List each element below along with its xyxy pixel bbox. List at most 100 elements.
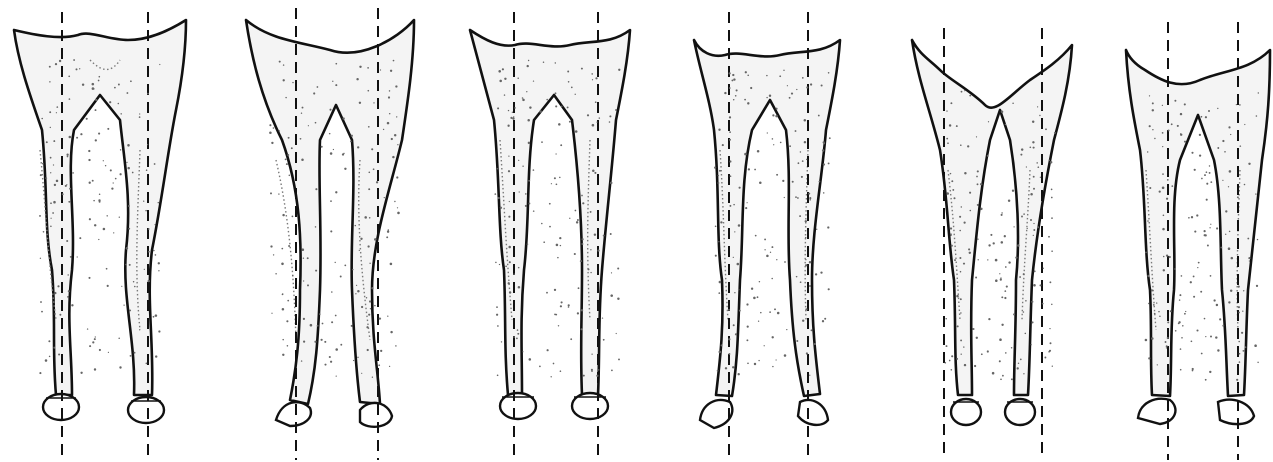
stipple-dot — [728, 72, 730, 74]
stipple-dot — [129, 264, 131, 266]
stipple-dot — [113, 232, 114, 233]
stipple-dot — [1031, 301, 1033, 303]
stipple-dot — [1013, 313, 1015, 315]
stipple-dot — [1192, 370, 1194, 372]
stipple-dot — [1206, 199, 1208, 201]
stipple-dot — [570, 338, 572, 340]
stipple-dot — [802, 320, 804, 322]
stipple-dot — [999, 273, 1000, 274]
stipple-dot — [1006, 286, 1008, 288]
stipple-dot — [560, 245, 561, 246]
stipple-dot — [758, 360, 759, 361]
stipple-dot — [40, 258, 41, 259]
stipple-dot — [513, 336, 515, 338]
stipple-dot — [730, 175, 732, 177]
stipple-dot — [397, 144, 398, 145]
stipple-dot — [969, 210, 971, 212]
stipple-dot — [67, 274, 68, 275]
stipple-dot — [739, 310, 741, 312]
stipple-dot — [67, 296, 69, 298]
stipple-dot — [1180, 133, 1181, 134]
stipple-dot — [67, 156, 69, 158]
stipple-dot — [513, 273, 515, 275]
stipple-dot — [1192, 368, 1194, 370]
stipple-dot — [954, 259, 956, 261]
stipple-dot — [322, 323, 324, 325]
stipple-dot — [1210, 224, 1211, 225]
stipple-dot — [791, 93, 793, 95]
stipple-dot — [541, 223, 543, 225]
stipple-dot — [555, 62, 556, 63]
stipple-dot — [719, 351, 722, 354]
stipple-dot — [806, 159, 807, 160]
stipple-dot — [591, 73, 593, 75]
stipple-dot — [1008, 200, 1010, 202]
stipple-dot — [961, 206, 962, 207]
stipple-dot — [828, 288, 830, 290]
stipple-dot — [1191, 216, 1193, 218]
stipple-dot — [335, 348, 338, 351]
stipple-dot — [1039, 284, 1041, 286]
stipple-dot — [747, 102, 749, 104]
stipple-dot — [594, 233, 596, 235]
stipple-dot — [130, 80, 132, 82]
stipple-dot — [118, 84, 120, 86]
stipple-dot — [1188, 217, 1190, 219]
stipple-dot — [1000, 378, 1002, 380]
stipple-dot — [302, 248, 305, 251]
stipple-dot — [1163, 269, 1165, 271]
stipple-dot — [1013, 226, 1014, 227]
stipple-dot — [367, 90, 369, 92]
stipple-dot — [359, 250, 360, 251]
stipple-dot — [70, 256, 72, 258]
stipple-dot — [792, 181, 794, 183]
stipple-dot — [269, 132, 272, 135]
stipple-dot — [158, 330, 160, 332]
stipple-dot — [92, 87, 95, 90]
stipple-dot — [719, 281, 722, 284]
stipple-dot — [369, 217, 371, 219]
stipple-dot — [1004, 235, 1006, 237]
stipple-dot — [394, 201, 395, 202]
stipple-dot — [592, 79, 593, 80]
stipple-dot — [53, 140, 55, 142]
stipple-dot — [1031, 344, 1032, 345]
stipple-dot — [303, 318, 305, 320]
stipple-dot — [968, 248, 970, 250]
stipple-dot — [733, 78, 735, 80]
stipple-dot — [278, 193, 279, 194]
stipple-dot — [1244, 124, 1245, 125]
stipple-dot — [1238, 312, 1240, 314]
stipple-dot — [1230, 134, 1231, 135]
stipple-dot — [527, 243, 529, 245]
stipple-dot — [371, 148, 373, 150]
stipple-dot — [1049, 328, 1050, 329]
stipple-dot — [378, 364, 380, 366]
stipple-dot — [54, 292, 56, 294]
stipple-dot — [359, 102, 361, 104]
stipple-dot — [977, 239, 978, 240]
stipple-dot — [734, 292, 735, 293]
stipple-dot — [1171, 185, 1173, 187]
stipple-dot — [154, 163, 156, 165]
stipple-dot — [718, 175, 719, 176]
stipple-dot — [995, 279, 998, 282]
stipple-dot — [329, 109, 331, 111]
stipple-dot — [949, 124, 951, 126]
stipple-dot — [1011, 347, 1013, 349]
stipple-dot — [758, 321, 759, 322]
stipple-dot — [1008, 261, 1010, 263]
stipple-dot — [784, 197, 785, 198]
stipple-dot — [551, 183, 552, 184]
stipple-dot — [279, 130, 280, 131]
stipple-dot — [750, 87, 752, 89]
stipple-dot — [1005, 266, 1007, 268]
stipple-dot — [1200, 291, 1202, 293]
stipple-dot — [368, 126, 370, 128]
stipple-dot — [394, 134, 396, 136]
stipple-dot — [808, 193, 810, 195]
stipple-dot — [269, 124, 271, 126]
stipple-dot — [498, 70, 501, 73]
stipple-dot — [594, 172, 596, 174]
stipple-dot — [543, 241, 545, 243]
